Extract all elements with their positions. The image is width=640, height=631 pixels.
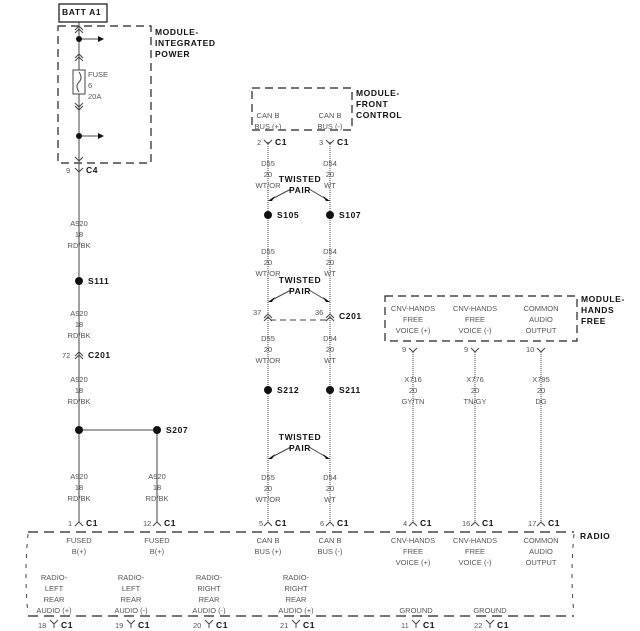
hands-free-box <box>384 295 578 342</box>
c1-label: C1 <box>423 620 436 630</box>
radio-pin-6: 6 <box>320 519 325 528</box>
c201-pin-37: 37 <box>253 308 262 317</box>
radio-label: RADIO <box>580 531 611 541</box>
battery-box <box>58 3 108 23</box>
c1-label: C1 <box>337 518 350 528</box>
c201-label: C201 <box>339 311 362 321</box>
radio-pin-ground: GROUND <box>473 606 507 615</box>
c1-label: C1 <box>164 518 177 528</box>
c1-label: C1 <box>337 137 350 147</box>
integrated-power-label: MODULE- INTEGRATED POWER <box>155 27 216 59</box>
c201-pin-72: 72 <box>62 351 71 360</box>
c1-label: C1 <box>420 518 433 528</box>
front-control-box <box>251 87 353 131</box>
c1-label: C1 <box>548 518 561 528</box>
fuse-label: FUSE 6 20A <box>88 70 109 101</box>
c201-pin-36: 36 <box>315 308 324 317</box>
splice-s211-label: S211 <box>339 385 361 395</box>
c4-connector-label: C4 <box>86 165 99 175</box>
splice-s207-dot <box>153 426 161 434</box>
radio-pin-22: 22 <box>474 621 483 630</box>
c1-label: C1 <box>86 518 99 528</box>
radio-pin-4: 4 <box>403 519 408 528</box>
c1-label: C1 <box>275 518 288 528</box>
radio-pin-12: 12 <box>143 519 152 528</box>
radio-pin-17: 17 <box>528 519 537 528</box>
radio-pin-18: 18 <box>38 621 47 630</box>
radio-pin-11: 11 <box>401 621 409 630</box>
integrated-power-box <box>57 25 152 164</box>
c1-label: C1 <box>216 620 229 630</box>
c1-label: C1 <box>303 620 316 630</box>
c201-label: C201 <box>88 350 111 360</box>
pin-3: 3 <box>319 138 324 147</box>
hands-free-label: MODULE- HANDS FREE <box>581 294 625 326</box>
battery-label: BATT A1 <box>62 7 102 17</box>
front-control-label: MODULE- FRONT CONTROL <box>356 88 403 120</box>
radio-pin-ground: GROUND <box>399 606 433 615</box>
pin-2: 2 <box>257 138 262 147</box>
splice-s212-label: S212 <box>277 385 300 395</box>
pin-10: 10 <box>526 345 535 354</box>
c1-label: C1 <box>482 518 495 528</box>
radio-pin-1: 1 <box>68 519 73 528</box>
splice-s207-label: S207 <box>166 425 189 435</box>
splice-s107-label: S107 <box>339 210 362 220</box>
splice-s105-label: S105 <box>277 210 300 220</box>
radio-pin-19: 19 <box>115 621 124 630</box>
c1-label: C1 <box>275 137 288 147</box>
pin-9: 9 <box>464 345 469 354</box>
radio-pin-20: 20 <box>193 621 202 630</box>
c1-label: C1 <box>61 620 74 630</box>
radio-pin-21: 21 <box>280 621 289 630</box>
c4-pin: 9 <box>66 166 71 175</box>
pin-9: 9 <box>402 345 407 354</box>
radio-pin-5: 5 <box>259 519 264 528</box>
radio-pin-16: 16 <box>462 519 471 528</box>
splice-s111-dot <box>75 277 83 285</box>
c1-label: C1 <box>497 620 510 630</box>
c1-label: C1 <box>138 620 151 630</box>
splice-s111-label: S111 <box>88 276 110 286</box>
